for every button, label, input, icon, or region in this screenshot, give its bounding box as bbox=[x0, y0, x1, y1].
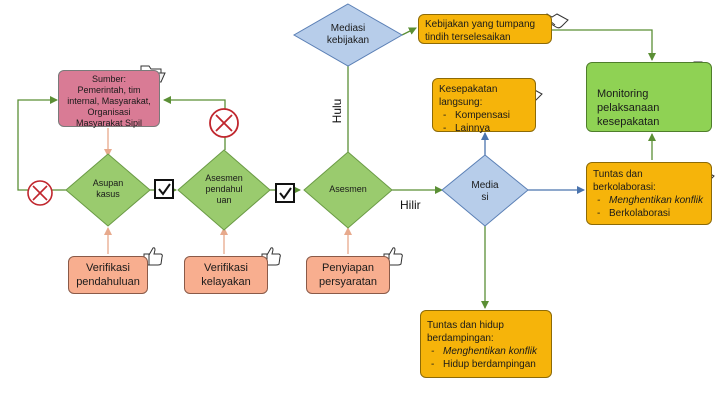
asesmen-label: Asesmen bbox=[329, 184, 367, 194]
mediasi-kebijakan-diamond bbox=[292, 3, 404, 67]
mediasi-label: Media si bbox=[471, 180, 499, 203]
asesmen-pendahuluan-diamond bbox=[177, 149, 271, 231]
penyiapan-persyaratan-box: Penyiapan persyaratan bbox=[306, 256, 390, 294]
list-item: Menghentikan konflik bbox=[593, 194, 705, 207]
asesmen-diamond bbox=[303, 151, 393, 229]
check-box-icon bbox=[275, 183, 295, 203]
kesepakatan-langsung-list: Kompensasi Lainnya bbox=[439, 109, 529, 135]
asesmen-pendahuluan-label: Asesmen pendahul uan bbox=[205, 173, 243, 205]
hulu-label: Hulu bbox=[330, 98, 344, 124]
mediasi-kebijakan-label: Mediasi kebijakan bbox=[326, 23, 370, 46]
tuntas-berkolaborasi-box: Tuntas dan berkolaborasi: Menghentikan k… bbox=[586, 162, 712, 225]
sumber-box: Sumber: Pemerintah, tim internal, Masyar… bbox=[58, 70, 160, 128]
verifikasi-pendahuluan-box: Verifikasi pendahuluan bbox=[68, 256, 148, 294]
check-box-icon bbox=[154, 179, 174, 199]
kebijakan-tumpang-tindih-box: Kebijakan yang tumpang tindih terselesai… bbox=[418, 14, 552, 44]
list-item: Lainnya bbox=[439, 122, 529, 135]
verifikasi-kelayakan-box: Verifikasi kelayakan bbox=[184, 256, 268, 294]
mediasi-diamond bbox=[441, 154, 529, 227]
tuntas-berkolaborasi-list: Menghentikan konflik Berkolaborasi bbox=[593, 194, 705, 220]
list-item: Berkolaborasi bbox=[593, 207, 705, 220]
monitoring-box: Monitoring pelaksanaan kesepakatan bbox=[586, 62, 712, 132]
tuntas-berkolaborasi-title: Tuntas dan berkolaborasi: bbox=[593, 169, 656, 193]
asupan-kasus-label: Asupan kasus bbox=[92, 178, 124, 199]
red-x-circle-icon bbox=[209, 108, 239, 138]
tuntas-hidup-berdampingan-list: Menghentikan konflik Hidup berdampingan bbox=[427, 345, 545, 371]
list-item: Menghentikan konflik bbox=[427, 345, 545, 358]
asupan-kasus-diamond bbox=[65, 153, 151, 227]
red-x-circle-icon bbox=[27, 180, 53, 206]
tuntas-hidup-berdampingan-title: Tuntas dan hidup berdampingan: bbox=[427, 320, 504, 344]
tuntas-hidup-berdampingan-box: Tuntas dan hidup berdampingan: Menghenti… bbox=[420, 310, 552, 378]
hilir-label: Hilir bbox=[400, 198, 421, 212]
kesepakatan-langsung-title: Kesepakatan langsung: bbox=[439, 84, 498, 108]
list-item: Hidup berdampingan bbox=[427, 358, 545, 371]
list-item: Kompensasi bbox=[439, 109, 529, 122]
kesepakatan-langsung-box: Kesepakatan langsung: Kompensasi Lainnya bbox=[432, 78, 536, 135]
